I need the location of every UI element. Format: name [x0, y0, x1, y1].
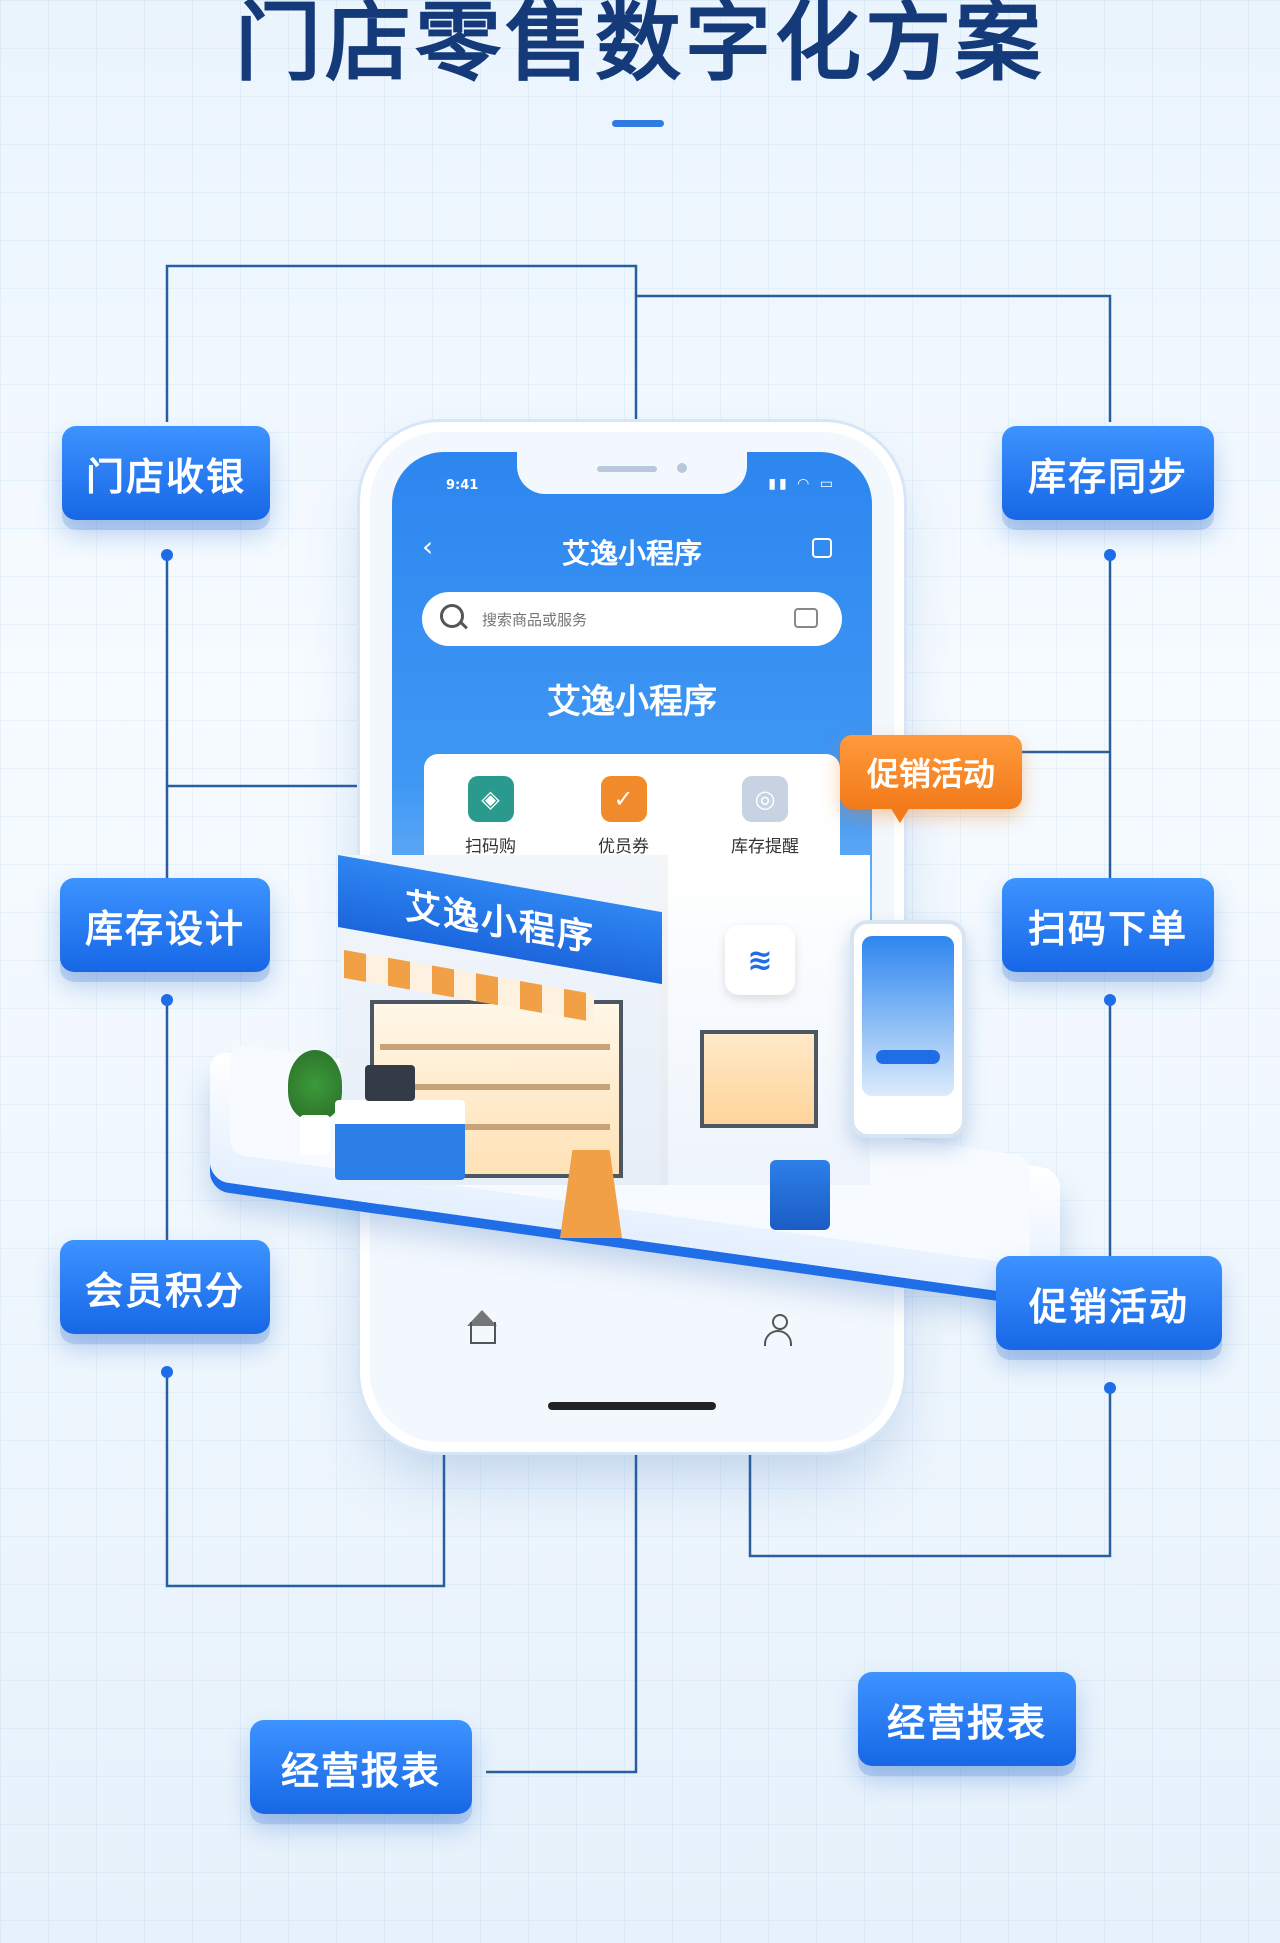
status-icons: ▮▮ ◠ ▭ [768, 476, 836, 492]
plant-pot [300, 1115, 330, 1155]
shelf [380, 1044, 610, 1050]
inventory-design-button[interactable]: 库存设计 [60, 878, 270, 972]
checkout-counter [335, 1100, 465, 1180]
coupon-icon: ✓ [600, 775, 647, 822]
phone-notch [517, 452, 747, 494]
cashier-button[interactable]: 门店收银 [62, 426, 270, 520]
menu-icon[interactable] [812, 538, 832, 558]
function-stock-alert[interactable]: ◎ 库存提醒 [731, 775, 799, 857]
cash-register-icon [365, 1065, 415, 1101]
profile-icon[interactable] [764, 1314, 792, 1346]
home-indicator [548, 1402, 716, 1410]
camera-icon [677, 463, 687, 473]
function-label: 库存提醒 [731, 836, 799, 857]
search-icon [440, 604, 464, 628]
promotion-bubble[interactable]: 促销活动 [840, 735, 1022, 823]
search-input[interactable] [480, 604, 784, 636]
shopping-bag-icon [770, 1160, 830, 1230]
store-side-wall [660, 855, 870, 1185]
scan-order-button[interactable]: 扫码下单 [1002, 878, 1214, 972]
status-time: 9:41 [446, 478, 479, 493]
mini-phone [850, 920, 966, 1138]
app-heading: 艾逸小程序 [547, 682, 717, 722]
report-button-right[interactable]: 经营报表 [858, 1672, 1076, 1766]
scan-cube-icon: ◈ [467, 775, 514, 822]
function-label: 扫码购 [465, 836, 516, 857]
shelf [380, 1124, 610, 1130]
title-underline [612, 120, 664, 127]
page-title: 门店零售数字化方案 [235, 0, 1045, 93]
mini-phone-button[interactable] [876, 1050, 940, 1064]
speaker-icon [597, 466, 657, 472]
back-arrow-icon[interactable]: ‹ [422, 530, 434, 563]
function-scan-buy[interactable]: ◈ 扫码购 [465, 775, 516, 857]
inventory-sync-button[interactable]: 库存同步 [1002, 426, 1214, 520]
store-logo-icon: ≋ [725, 925, 795, 995]
scan-icon[interactable] [794, 608, 818, 628]
member-points-button[interactable]: 会员积分 [60, 1240, 270, 1334]
plant-icon [288, 1050, 342, 1120]
app-title: 艾逸小程序 [561, 537, 702, 570]
home-icon[interactable] [470, 1322, 496, 1344]
mini-phone-screen [862, 936, 954, 1096]
report-button-left[interactable]: 经营报表 [250, 1720, 472, 1814]
shelf [380, 1084, 610, 1090]
user-alert-icon: ◎ [742, 775, 788, 822]
promotion-button[interactable]: 促销活动 [996, 1256, 1222, 1350]
function-coupon[interactable]: ✓ 优员券 [598, 775, 649, 857]
display-fridge [700, 1030, 818, 1128]
search-bar[interactable] [422, 592, 842, 646]
function-label: 优员券 [598, 836, 649, 857]
